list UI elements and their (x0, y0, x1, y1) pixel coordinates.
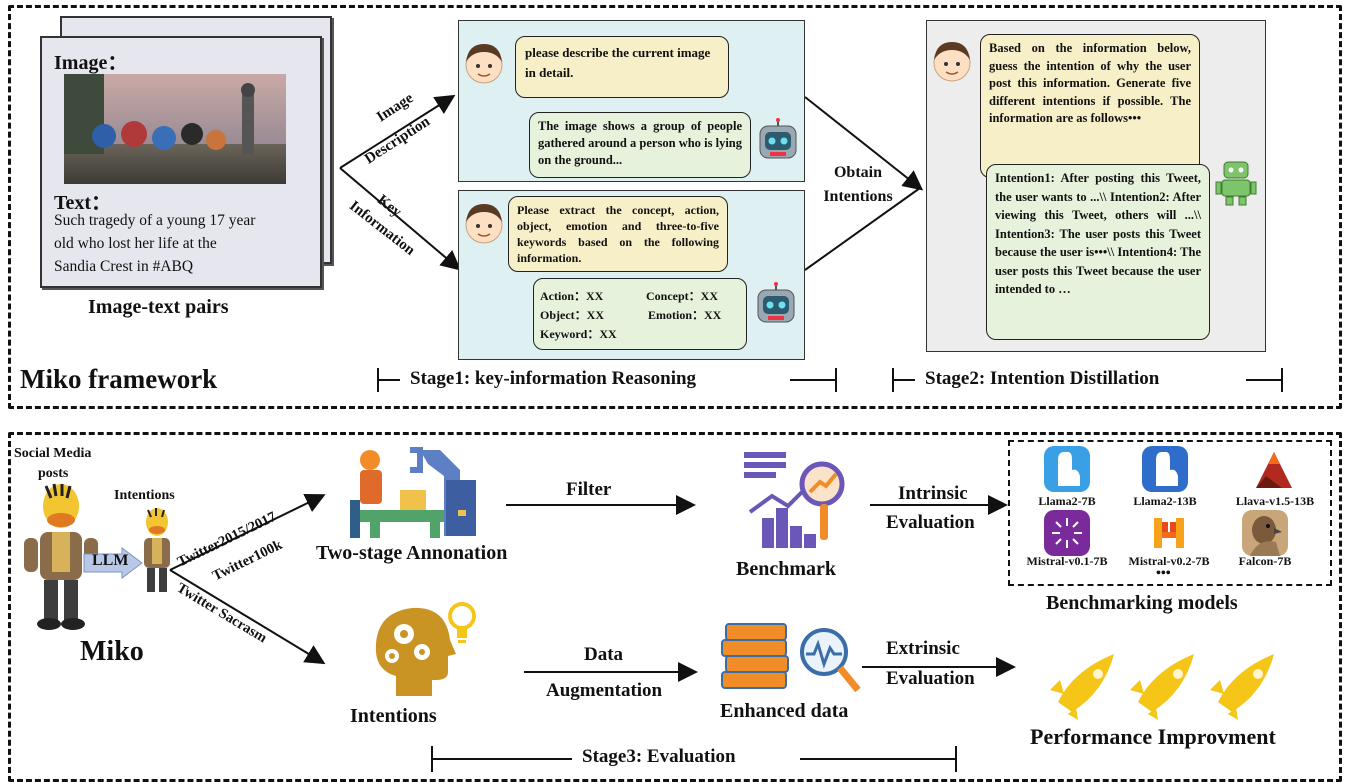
user-avatar-icon (465, 44, 503, 84)
obtain-intentions-label-2: Intentions (823, 188, 893, 205)
small-miko-character-icon (144, 508, 170, 592)
image-text-pairs-caption: Image-text pairs (88, 296, 229, 318)
image-label: Image： (54, 52, 128, 74)
obtain-intentions-label-1: Obtain (833, 164, 882, 181)
llm-arrow (83, 547, 143, 579)
question-bubble-extract: Please extract the concept, action, obje… (508, 196, 728, 272)
action-field: Action：XX (540, 289, 604, 303)
llm-label: LLM (92, 552, 129, 569)
intentions-small-label: Intentions (114, 488, 175, 503)
model-mistral-v0.1-7b: Mistral-v0.1-7B (1026, 554, 1108, 568)
benchmark-chart-icon (744, 452, 845, 548)
user-avatar-icon (465, 204, 503, 244)
post-text-line-2: old who lost her life at the (54, 235, 217, 252)
answer-bubble-intentions: Intention1: After posting this Tweet, th… (986, 164, 1210, 340)
green-robot-icon (1215, 161, 1257, 206)
annotation-illustration-icon (350, 447, 476, 538)
intentions-label: Intentions (350, 705, 437, 727)
branch-arrows (339, 94, 1283, 392)
benchmarking-models-label: Benchmarking models (1046, 592, 1238, 614)
miko-framework-panel (8, 5, 1342, 409)
evaluation-panel (8, 432, 1342, 782)
answer-bubble-keyinfo: Action：XX Concept：XX Object：XX Emotion：X… (533, 278, 747, 350)
question-bubble-describe: please describe the current image in det… (515, 36, 729, 98)
enhanced-data-label: Enhanced data (720, 700, 849, 722)
data-augmentation-label-2: Augmentation (546, 680, 663, 701)
models-more-ellipsis: ••• (1156, 566, 1171, 581)
stage1-label: Stage1: key-information Reasoning (410, 368, 697, 389)
miko-label: Miko (80, 636, 144, 667)
user-avatar-icon (933, 42, 971, 82)
social-media-label-2: posts (38, 466, 69, 481)
llama2-13b-icon (1142, 446, 1188, 492)
performance-label: Performance Improvment (1030, 724, 1276, 749)
model-llava-v1.5-13b: Llava-v1.5-13B (1235, 494, 1315, 508)
two-stage-label: Two-stage Annonation (316, 542, 508, 564)
extrinsic-label-1: Extrinsic (886, 638, 960, 659)
robot-icon (759, 118, 797, 159)
falcon-icon (1242, 510, 1288, 556)
stage3-label: Stage3: Evaluation (582, 746, 736, 767)
image-text-card: Image： Text： Such tragedy of a young 17 … (40, 36, 322, 288)
data-augmentation-label-1: Data (584, 644, 624, 665)
intrinsic-label-2: Evaluation (886, 512, 975, 533)
question-bubble-intention: Based on the information below, guess th… (980, 34, 1200, 178)
mistral-v0.1-icon (1044, 510, 1090, 556)
keyword-field: Keyword：XX (540, 327, 617, 341)
model-llama2-7b: Llama2-7B (1038, 494, 1096, 508)
post-text-line-1: Such tragedy of a young 17 year (54, 212, 256, 229)
answer-bubble-description: The image shows a group of people gather… (529, 112, 751, 178)
social-media-label-1: Social Media (14, 446, 92, 461)
photo-image (64, 74, 286, 184)
model-llama2-13b: Llama2-13B (1133, 494, 1197, 508)
object-field: Object：XX (540, 308, 604, 322)
model-falcon-7b: Falcon-7B (1238, 554, 1292, 568)
rockets-icon (1050, 654, 1274, 720)
framework-title: Miko framework (20, 364, 218, 394)
extrinsic-label-2: Evaluation (886, 668, 975, 689)
llava-icon (1252, 446, 1298, 492)
llama2-7b-icon (1044, 446, 1090, 492)
concept-field: Concept：XX (646, 289, 718, 303)
intentions-head-icon (375, 602, 476, 696)
mistral-v0.2-icon (1146, 510, 1192, 556)
intrinsic-label-1: Intrinsic (898, 483, 968, 504)
filter-label: Filter (566, 479, 612, 500)
text-label: Text： (54, 192, 112, 214)
robot-icon (757, 282, 795, 323)
models-box (1008, 440, 1332, 586)
stage2-label: Stage2: Intention Distillation (925, 368, 1160, 389)
benchmark-label: Benchmark (736, 558, 836, 580)
model-mistral-v0.2-7b: Mistral-v0.2-7B (1128, 554, 1210, 568)
miko-character-icon (24, 483, 98, 630)
enhanced-data-icon (721, 623, 861, 693)
emotion-field: Emotion：XX (648, 308, 722, 322)
post-text-line-3: Sandia Crest in #ABQ (54, 258, 194, 275)
